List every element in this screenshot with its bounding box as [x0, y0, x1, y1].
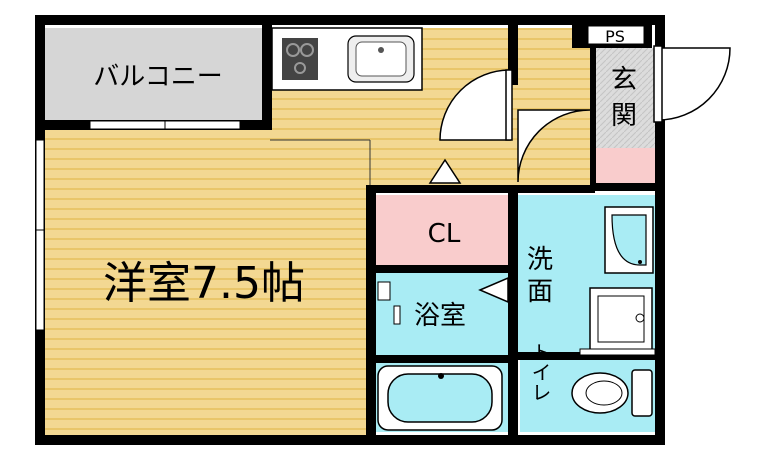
entrance-label-1: 玄: [611, 65, 637, 95]
wall-bath-mid: [366, 355, 516, 363]
wall-closet-left: [366, 185, 376, 440]
bath-door-mark: [478, 276, 509, 304]
washroom-label-1: 洗: [527, 245, 553, 275]
closet-floor: [375, 195, 515, 265]
entrance-floor: [595, 48, 655, 148]
closet-label: CL: [428, 219, 461, 249]
shower-icon: [377, 281, 401, 325]
toilet-sliding-door: [579, 348, 656, 356]
entrance-mat: [595, 148, 655, 186]
wall-entrance-left: [590, 48, 596, 188]
stove-icon: [282, 38, 318, 80]
left-window: [35, 139, 45, 331]
entrance-label-2: 関: [611, 101, 637, 131]
wall-wash-top: [515, 185, 595, 193]
washroom-label-2: 面: [527, 277, 553, 307]
wall-closet-top: [366, 185, 516, 193]
sink-icon: [347, 35, 415, 83]
washing-machine-pan-icon: [589, 287, 653, 351]
bath-label: 浴室: [414, 301, 466, 331]
wash-basin-icon: [604, 206, 654, 274]
wall-closet-bottom: [366, 265, 516, 273]
hall-floor: [510, 28, 595, 188]
washroom-door: [517, 109, 591, 183]
balcony-label: バルコニー: [93, 62, 222, 92]
toilet-label: トイレ: [528, 342, 552, 402]
balcony-floor: [44, 28, 264, 123]
western-room-label: 洋室7.5帖: [103, 258, 305, 309]
hall-door: [439, 69, 513, 141]
wall-hall: [508, 20, 518, 85]
bathtub-icon: [377, 365, 503, 431]
balcony-side-wall: [262, 20, 272, 130]
pipe-space-label: PS: [605, 27, 625, 46]
wall-toilet-top: [515, 352, 660, 360]
wall-entrance-bottom: [590, 183, 660, 191]
toilet-icon: [571, 369, 653, 417]
entrance-door: [653, 45, 731, 123]
wall-center-vert: [508, 185, 518, 440]
closet-door-mark: [428, 158, 462, 184]
